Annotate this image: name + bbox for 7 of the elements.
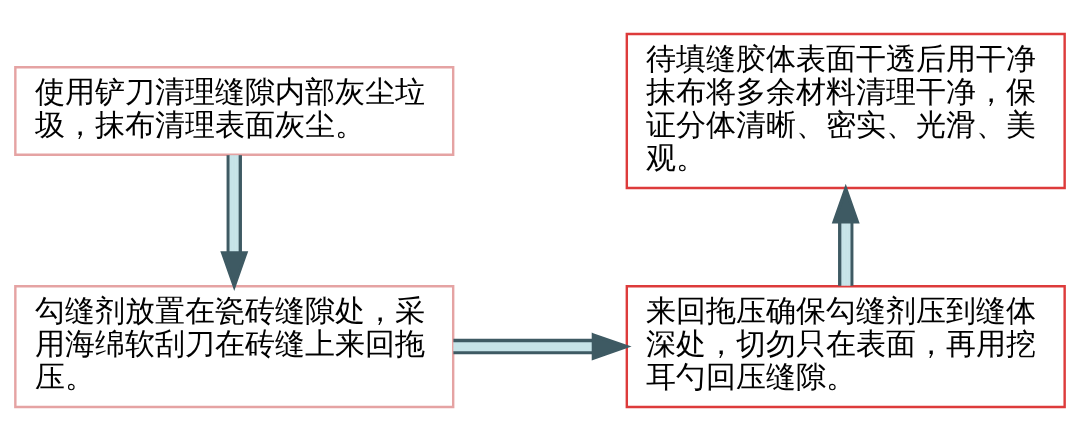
arrow <box>831 183 860 286</box>
arrow <box>453 332 632 361</box>
node-box: 使用铲刀清理缝隙内部灰尘垃圾，抹布清理表面灰尘。 <box>14 65 455 156</box>
arrow <box>220 154 249 291</box>
node-box: 勾缝剂放置在瓷砖缝隙处，采用海绵软刮刀在砖缝上来回拖压。 <box>14 284 455 408</box>
node-box: 来回拖压确保勾缝剂压到缝体深处，切勿只在表面，再用挖耳勺回压缝隙。 <box>625 284 1066 408</box>
node-box: 待填缝胶体表面干透后用干净抹布将多余材料清理干净，保证分体清晰、密实、光滑、美观。 <box>625 32 1066 189</box>
